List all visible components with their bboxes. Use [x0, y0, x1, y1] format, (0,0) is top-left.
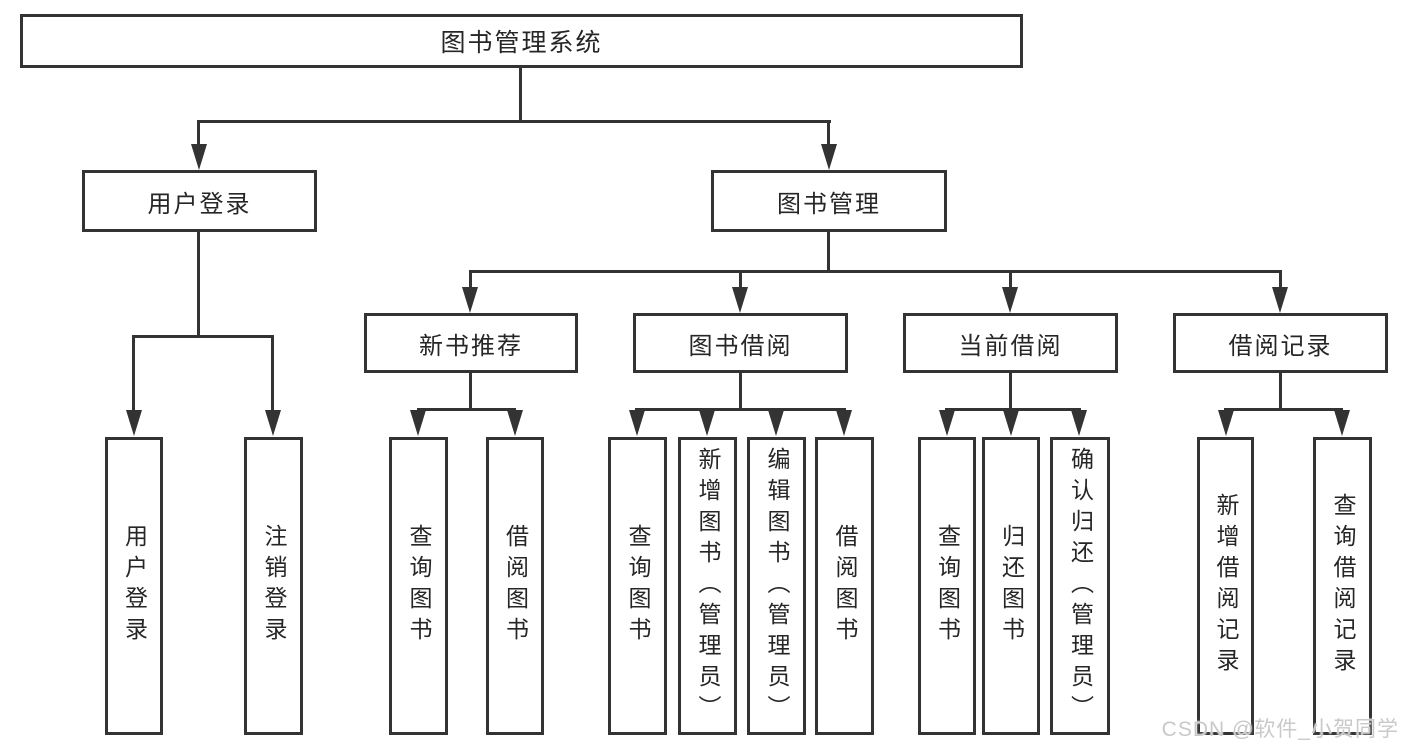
leaf-newbooks-borrow: 借阅图书	[486, 437, 544, 735]
leaf-borrow-add-admin-label: 新增图书（管理员）	[695, 446, 721, 726]
leaf-newbooks-query: 查询图书	[389, 437, 448, 735]
leaf-current-confirm-return-admin: 确认归还（管理员）	[1050, 437, 1110, 735]
arrow-down-icon	[126, 410, 142, 436]
root-node-label: 图书管理系统	[440, 29, 603, 57]
node-new-book-recommend: 新书推荐	[364, 313, 578, 373]
leaf-logout: 注销登录	[244, 437, 303, 735]
root-node-library-system: 图书管理系统	[20, 14, 1023, 68]
connector-line	[197, 120, 831, 123]
connector-line	[197, 232, 200, 335]
arrow-down-icon	[821, 144, 837, 170]
arrow-down-icon	[768, 410, 784, 436]
connector-line	[1009, 270, 1012, 288]
arrow-down-icon	[410, 410, 426, 436]
connector-line	[469, 270, 1281, 273]
leaf-borrow-query: 查询图书	[608, 437, 667, 735]
connector-line	[945, 408, 1081, 411]
leaf-borrow-edit-admin-label: 编辑图书（管理员）	[764, 446, 790, 726]
arrow-down-icon	[1334, 410, 1350, 436]
arrow-down-icon	[1003, 410, 1019, 436]
arrow-down-icon	[629, 410, 645, 436]
leaf-records-add-label: 新增借阅记录	[1213, 493, 1239, 679]
connector-line	[197, 120, 200, 148]
connector-line	[739, 270, 742, 288]
connector-line	[132, 335, 135, 413]
node-borrow-records: 借阅记录	[1173, 313, 1388, 373]
leaf-current-return: 归还图书	[982, 437, 1040, 735]
leaf-borrow-borrow-label: 借阅图书	[832, 524, 858, 648]
leaf-current-confirm-return-admin-label: 确认归还（管理员）	[1067, 446, 1094, 726]
node-user-login-label: 用户登录	[147, 190, 252, 218]
leaf-newbooks-borrow-label: 借阅图书	[502, 524, 529, 648]
leaf-logout-label: 注销登录	[261, 524, 287, 648]
leaf-borrow-add-admin: 新增图书（管理员）	[678, 437, 737, 735]
node-new-book-recommend-label: 新书推荐	[419, 332, 523, 360]
connector-line	[827, 232, 830, 272]
leaf-borrow-query-label: 查询图书	[625, 524, 651, 648]
arrow-down-icon	[1272, 287, 1288, 313]
arrow-down-icon	[507, 410, 523, 436]
connector-line	[1279, 373, 1282, 410]
csdn-watermark: CSDN @软件_小贺同学	[1161, 718, 1399, 741]
arrow-down-icon	[939, 410, 955, 436]
node-book-borrow: 图书借阅	[633, 313, 848, 373]
leaf-newbooks-query-label: 查询图书	[406, 524, 432, 648]
node-current-borrow: 当前借阅	[903, 313, 1118, 373]
node-user-login: 用户登录	[82, 170, 317, 232]
arrow-down-icon	[1218, 410, 1234, 436]
node-borrow-records-label: 借阅记录	[1228, 332, 1333, 360]
connector-line	[519, 68, 522, 123]
leaf-records-add: 新增借阅记录	[1197, 437, 1254, 735]
arrow-down-icon	[699, 410, 715, 436]
arrow-down-icon	[836, 410, 852, 436]
connector-line	[1279, 270, 1282, 288]
arrow-down-icon	[265, 410, 281, 436]
leaf-user-login: 用户登录	[105, 437, 163, 735]
connector-line	[469, 270, 472, 288]
connector-line	[739, 373, 742, 410]
connector-line	[1224, 408, 1343, 411]
connector-line	[1009, 373, 1012, 410]
connector-line	[827, 120, 830, 148]
leaf-records-query-label: 查询借阅记录	[1330, 493, 1356, 679]
connector-line	[271, 335, 274, 413]
leaf-records-query: 查询借阅记录	[1313, 437, 1372, 735]
connector-line	[417, 408, 516, 411]
leaf-user-login-label: 用户登录	[121, 524, 148, 648]
node-book-management-label: 图书管理	[777, 190, 881, 218]
arrow-down-icon	[462, 287, 478, 313]
leaf-borrow-borrow: 借阅图书	[815, 437, 874, 735]
node-current-borrow-label: 当前借阅	[958, 332, 1063, 360]
arrow-down-icon	[732, 287, 748, 313]
connector-line	[469, 373, 472, 410]
leaf-borrow-edit-admin: 编辑图书（管理员）	[747, 437, 806, 735]
node-book-management: 图书管理	[711, 170, 947, 232]
node-book-borrow-label: 图书借阅	[688, 332, 793, 360]
leaf-current-query-label: 查询图书	[934, 524, 961, 648]
arrow-down-icon	[191, 144, 207, 170]
arrow-down-icon	[1071, 410, 1087, 436]
leaf-current-return-label: 归还图书	[998, 524, 1025, 648]
arrow-down-icon	[1002, 287, 1018, 313]
connector-line	[132, 335, 274, 338]
leaf-current-query: 查询图书	[918, 437, 976, 735]
connector-line	[635, 408, 846, 411]
